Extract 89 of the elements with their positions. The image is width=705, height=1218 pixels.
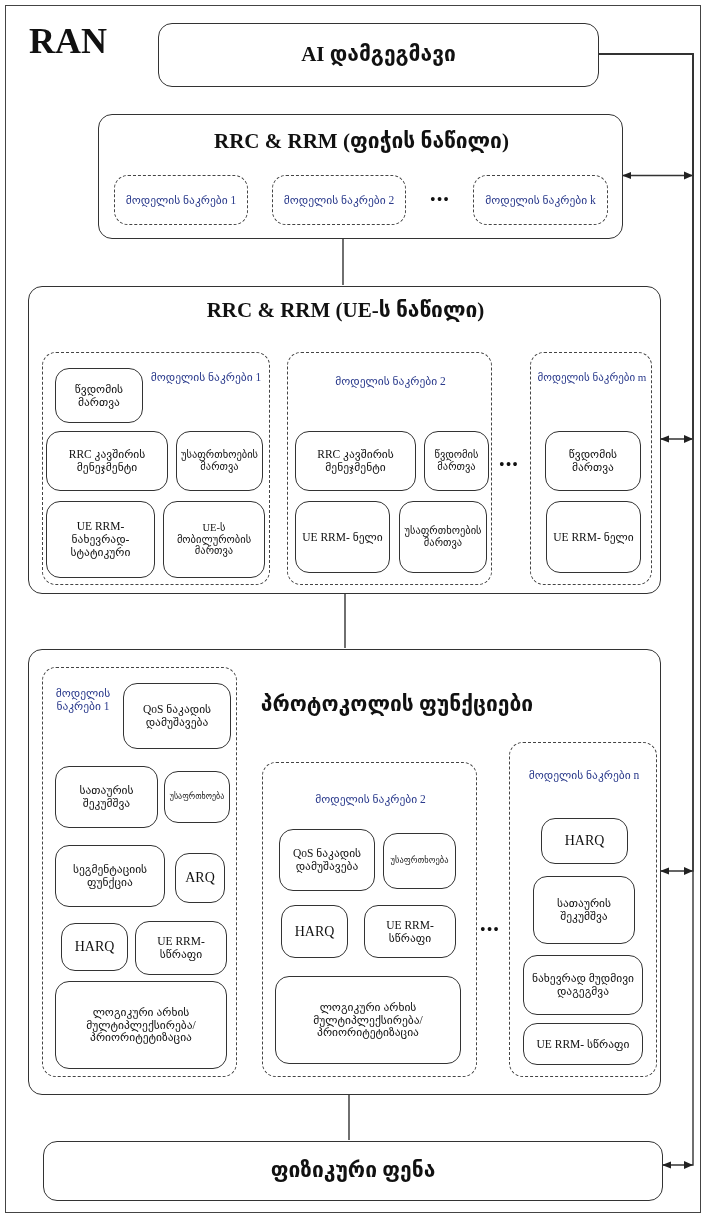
box-label: UE RRM- სწრაფი bbox=[156, 935, 206, 961]
frame-title: RAN bbox=[29, 21, 108, 63]
process-box bbox=[279, 829, 375, 891]
box-label: QoS ნაკადის დამუშავება bbox=[141, 703, 213, 729]
box-label: ARQ bbox=[185, 870, 215, 886]
dashed-group-box bbox=[42, 352, 270, 585]
process-box bbox=[55, 368, 143, 423]
process-box bbox=[55, 845, 165, 907]
box-label: QoS ნაკადის დამუშავება bbox=[291, 847, 363, 873]
box-label: უსაფრთხოების მართვა bbox=[179, 449, 260, 473]
process-box bbox=[163, 501, 265, 578]
process-box bbox=[123, 683, 231, 749]
group-label: მოდელის ნაკრები 1 bbox=[125, 193, 237, 207]
box-label: UE RRM- ნელი bbox=[553, 530, 634, 544]
box-label: სათაურის შეკუმშვა bbox=[78, 784, 135, 810]
dashed-group-box bbox=[114, 175, 248, 225]
process-box bbox=[98, 114, 623, 239]
box-label: HARQ bbox=[564, 833, 605, 849]
dashed-group-box bbox=[530, 352, 652, 585]
box-label: ნახევრად მუდმივი დაგეგმვა bbox=[530, 972, 636, 998]
box-title: RRC & RRM (ფიჭის ნაწილი) bbox=[213, 129, 510, 154]
box-label: UE RRM- სწრაფი bbox=[536, 1037, 630, 1051]
process-box bbox=[61, 923, 128, 971]
box-title: პროტოკოლის ფუნქციები bbox=[259, 692, 535, 717]
process-box bbox=[46, 431, 168, 491]
box-label: ლოგიკური არხის მულტიპლექსირება/ პრიორიტეტიზაცია bbox=[312, 1000, 424, 1040]
box-label: სათაურის შეკუმშვა bbox=[556, 897, 612, 923]
box-label: უსაფრთხოება bbox=[390, 856, 449, 866]
dashed-group-box bbox=[42, 667, 237, 1077]
process-box bbox=[28, 286, 661, 594]
process-box bbox=[164, 771, 230, 823]
box-label: უსაფრთხოება bbox=[169, 792, 225, 802]
box-label: UE RRM- ნელი bbox=[302, 530, 383, 544]
group-label: მოდელის ნაკრები n bbox=[527, 769, 641, 783]
process-box bbox=[399, 501, 487, 573]
box-label: წვდომის მართვა bbox=[433, 449, 480, 473]
box-title: ფიზიკური ფენა bbox=[270, 1159, 436, 1183]
dashed-group-box bbox=[287, 352, 492, 585]
process-box bbox=[275, 976, 461, 1064]
box-title: RRC & RRM (UE-ს ნაწილი) bbox=[205, 298, 486, 323]
process-box bbox=[383, 833, 456, 889]
process-box bbox=[523, 1023, 643, 1065]
process-box bbox=[424, 431, 489, 491]
box-label: RRC კავშირის მენეჯმენტი bbox=[316, 448, 395, 474]
box-label: ლოგიკური არხის მულტიპლექსირება/ პრიორიტეტიზაცია bbox=[85, 1005, 197, 1045]
process-box bbox=[55, 981, 227, 1069]
box-label: UE RRM- ნახევრად- სტატიკური bbox=[69, 520, 132, 559]
box-label: UE-ს მობილურობის მართვა bbox=[175, 521, 253, 558]
box-label: RRC კავშირის მენეჯმენტი bbox=[67, 448, 147, 474]
process-box bbox=[176, 431, 263, 491]
process-box bbox=[158, 23, 599, 87]
group-label: მოდელის ნაკრები 1 bbox=[149, 371, 263, 385]
process-box bbox=[533, 876, 635, 944]
group-label: მოდელის ნაკრები 2 bbox=[314, 793, 427, 807]
box-label: HARQ bbox=[294, 923, 335, 940]
box-label: სეგმენტაციის ფუნქცია bbox=[71, 863, 149, 889]
group-label: მოდელის ნაკრები 2 bbox=[283, 193, 395, 207]
frame-box bbox=[5, 5, 701, 1213]
process-box bbox=[135, 921, 227, 975]
process-box bbox=[43, 1141, 663, 1201]
process-box bbox=[523, 955, 643, 1015]
box-label: წვდომის მართვა bbox=[567, 448, 619, 474]
dashed-group-box bbox=[509, 742, 657, 1077]
dashed-group-box bbox=[473, 175, 608, 225]
process-box bbox=[545, 431, 641, 491]
process-box bbox=[546, 501, 641, 573]
process-box bbox=[175, 853, 225, 903]
process-box bbox=[541, 818, 628, 864]
process-box bbox=[28, 649, 661, 1095]
ellipsis-label: ••• bbox=[430, 191, 450, 209]
process-box bbox=[364, 905, 456, 958]
ellipsis-label: ••• bbox=[480, 921, 500, 939]
group-label: მოდელის ნაკრები 1 bbox=[54, 687, 112, 714]
ellipsis-label: ••• bbox=[499, 456, 519, 474]
box-title: AI დამგეგმავი bbox=[301, 43, 456, 67]
process-box bbox=[295, 501, 390, 573]
dashed-group-box bbox=[262, 762, 477, 1077]
group-label: მოდელის ნაკრები m bbox=[536, 371, 648, 384]
process-box bbox=[55, 766, 158, 828]
box-label: UE RRM- სწრაფი bbox=[385, 918, 435, 945]
box-label: უსაფრთხოების მართვა bbox=[403, 525, 483, 549]
dashed-group-box bbox=[272, 175, 406, 225]
process-box bbox=[295, 431, 416, 491]
group-label: მოდელის ნაკრები k bbox=[485, 193, 596, 207]
box-label: HARQ bbox=[74, 939, 115, 955]
process-box bbox=[281, 905, 348, 958]
box-label: წვდომის მართვა bbox=[73, 382, 125, 409]
process-box bbox=[46, 501, 155, 578]
group-label: მოდელის ნაკრები 2 bbox=[334, 375, 447, 389]
